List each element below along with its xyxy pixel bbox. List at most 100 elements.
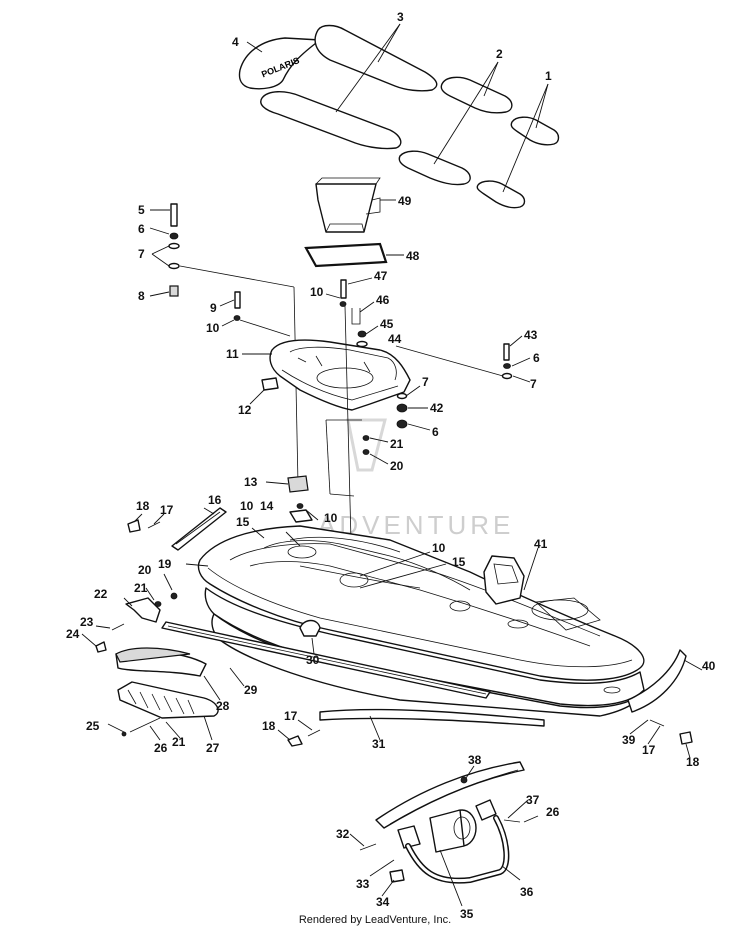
callout-30: 30 [306, 653, 320, 667]
seat-mats-group: POLARIS [238, 24, 560, 209]
callout-34: 34 [376, 895, 390, 909]
mat-3-upper [314, 24, 438, 92]
strip-31 [319, 708, 545, 741]
callout-26b: 26 [546, 805, 560, 819]
callout-labels: 1 2 3 4 5 6 7 8 9 10 11 12 10 47 46 45 4… [66, 10, 716, 921]
callout-23: 23 [80, 615, 94, 629]
footer-credit: Rendered by LeadVenture, Inc. [298, 914, 452, 926]
callout-31: 31 [372, 737, 386, 751]
fastener-mid [277, 719, 321, 747]
bumper-40 [627, 649, 703, 759]
callout-46: 46 [376, 293, 390, 307]
boarding-step [349, 761, 539, 907]
callout-36: 36 [520, 885, 534, 899]
watermark: ADVENTURE [318, 418, 510, 540]
callout-48: 48 [406, 249, 420, 263]
callout-10a: 10 [206, 321, 220, 335]
callout-47: 47 [374, 269, 388, 283]
callout-16: 16 [208, 493, 222, 507]
callout-7a: 7 [138, 247, 145, 261]
hull [197, 525, 645, 717]
callout-17b: 17 [284, 709, 298, 723]
callout-6a: 6 [138, 222, 145, 236]
callout-6c: 6 [432, 425, 439, 439]
callout-21c: 21 [172, 735, 186, 749]
callout-4: 4 [232, 35, 239, 49]
callout-35: 35 [460, 907, 474, 921]
callout-40: 40 [702, 659, 716, 673]
callout-15a: 15 [236, 515, 250, 529]
callout-22: 22 [94, 587, 108, 601]
callout-18c: 18 [686, 755, 700, 769]
mat-3-lower [260, 91, 402, 150]
callout-7c: 7 [422, 375, 429, 389]
right-stud-stack [501, 335, 531, 383]
pad-27 [107, 681, 219, 741]
callout-38: 38 [468, 753, 482, 767]
callout-19: 19 [158, 557, 172, 571]
callout-42: 42 [430, 401, 444, 415]
bin-gasket [304, 242, 404, 268]
callout-14: 14 [260, 499, 274, 513]
cowl-28 [115, 647, 221, 701]
callout-11: 11 [226, 347, 239, 361]
callout-10c: 10 [240, 499, 254, 513]
mat-1-lower [476, 180, 526, 209]
callout-6b: 6 [533, 351, 540, 365]
callout-1: 1 [545, 69, 552, 83]
mat-1-upper [510, 116, 560, 146]
callout-10e: 10 [432, 541, 446, 555]
callout-29: 29 [244, 683, 258, 697]
storage-bin [315, 177, 396, 233]
bracket-22 [81, 573, 178, 653]
callout-27: 27 [206, 741, 220, 755]
callout-18a: 18 [136, 499, 150, 513]
callout-45: 45 [380, 317, 394, 331]
rail-16 [127, 507, 227, 551]
bracket-14 [289, 503, 313, 523]
callout-15b: 15 [452, 555, 466, 569]
stud-9 [219, 291, 291, 337]
callout-5: 5 [138, 203, 145, 217]
callout-37: 37 [526, 793, 540, 807]
bumper-30 [299, 619, 321, 655]
callout-13: 13 [244, 475, 258, 489]
callout-10b: 10 [310, 285, 324, 299]
callout-39: 39 [622, 733, 636, 747]
lower-center-stack [325, 385, 431, 497]
callout-9: 9 [210, 301, 217, 315]
callout-24: 24 [66, 627, 80, 641]
callout-8: 8 [138, 289, 145, 303]
callout-2: 2 [496, 47, 503, 61]
block-13 [265, 475, 309, 493]
callout-17a: 17 [160, 503, 174, 517]
mat-leaders [246, 23, 549, 193]
callout-3: 3 [397, 10, 404, 24]
callout-32: 32 [336, 827, 350, 841]
callout-18b: 18 [262, 719, 276, 733]
callout-41: 41 [534, 537, 548, 551]
clip-12 [249, 377, 279, 405]
center-stud-stack [325, 277, 504, 581]
callout-28: 28 [216, 699, 230, 713]
callout-44: 44 [388, 332, 402, 346]
callout-21a: 21 [390, 437, 404, 451]
callout-20a: 20 [390, 459, 404, 473]
hull-leaders [185, 509, 539, 591]
callout-20b: 20 [138, 563, 152, 577]
callout-17c: 17 [642, 743, 656, 757]
callout-10d: 10 [324, 511, 338, 525]
callout-49: 49 [398, 194, 412, 208]
callout-21b: 21 [134, 581, 148, 595]
callout-33: 33 [356, 877, 370, 891]
seat-base [242, 339, 411, 411]
mat-2-lower [398, 150, 471, 186]
strip-29 [161, 621, 491, 699]
callout-43: 43 [524, 328, 538, 342]
callout-7b: 7 [530, 377, 537, 391]
stud-stack-left [149, 203, 299, 485]
mat-2-upper [440, 76, 513, 114]
callout-12: 12 [238, 403, 252, 417]
callout-25: 25 [86, 719, 100, 733]
